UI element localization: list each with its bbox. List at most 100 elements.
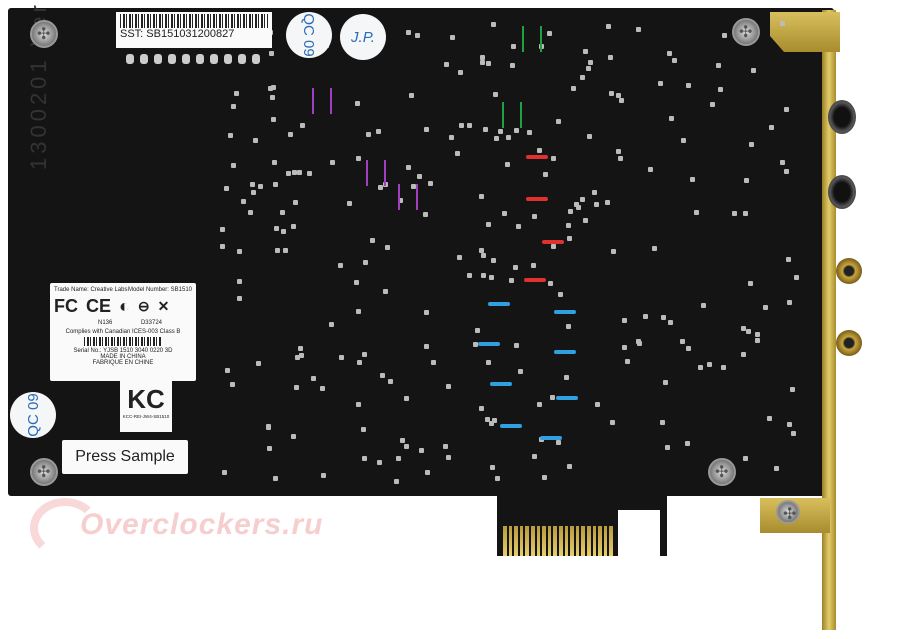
- solder-pad: [666, 50, 672, 56]
- solder-pad: [565, 222, 571, 228]
- solder-pad: [229, 381, 235, 387]
- solder-pad: [234, 91, 240, 97]
- solder-pad: [296, 169, 302, 175]
- screw: [776, 500, 800, 524]
- solder-pad: [791, 430, 797, 436]
- solder-pad: [722, 33, 728, 39]
- solder-pad: [742, 211, 748, 217]
- solder-pad: [662, 379, 668, 385]
- solder-pad: [494, 135, 500, 141]
- solder-pad: [513, 264, 519, 270]
- solder-pad: [424, 469, 430, 475]
- fabrique: FABRIQUE EN CHINE: [92, 360, 154, 366]
- made-in: MADE IN CHINA: [100, 354, 146, 360]
- solder-pad: [668, 116, 674, 122]
- solder-pad: [320, 473, 326, 479]
- solder-pad: [608, 90, 614, 96]
- solder-pad: [445, 455, 451, 461]
- solder-pad: [731, 210, 737, 216]
- solder-pad: [680, 137, 686, 143]
- solder-pad: [490, 464, 496, 470]
- solder-pad: [383, 289, 389, 295]
- audio-jack: [828, 100, 856, 134]
- screw: [30, 458, 58, 486]
- component-marker-red: [542, 240, 564, 244]
- solder-pad: [609, 420, 615, 425]
- solder-pad: [531, 262, 537, 268]
- solder-pad: [430, 360, 436, 366]
- solder-pad: [579, 196, 585, 202]
- solder-pad: [481, 252, 487, 258]
- solder-pad: [565, 324, 571, 330]
- solder-pad: [622, 345, 628, 351]
- solder-pad: [780, 20, 786, 26]
- solder-pad: [491, 257, 497, 263]
- solder-pad: [555, 119, 561, 125]
- solder-pad: [467, 273, 473, 279]
- solder-pad: [306, 171, 312, 177]
- solder-pad: [780, 159, 786, 165]
- cert-icon: ⊖: [137, 298, 150, 314]
- solder-pad: [409, 93, 415, 99]
- screw: [732, 18, 760, 46]
- solder-pad: [744, 178, 750, 184]
- solder-pad: [231, 162, 237, 168]
- component-marker-red: [526, 155, 548, 159]
- solder-pad: [583, 48, 589, 54]
- solder-pad: [240, 198, 246, 204]
- solder-pad: [740, 352, 746, 358]
- solder-pad: [652, 246, 658, 252]
- solder-pad: [355, 156, 361, 162]
- ce-logo: CE: [86, 296, 112, 316]
- solder-pad: [787, 300, 793, 306]
- solder-pad: [783, 169, 789, 175]
- solder-pad: [478, 248, 484, 254]
- solder-pad: [502, 210, 508, 216]
- solder-pad: [531, 453, 537, 459]
- solder-pad: [481, 272, 487, 278]
- rca-connector: [836, 258, 862, 284]
- solder-pad: [516, 224, 522, 230]
- solder-pad: [660, 314, 666, 320]
- solder-pad: [403, 444, 409, 450]
- kc-code: KCC-REI-JW4-SB1510: [122, 414, 170, 419]
- pcie-gold-fingers: [503, 526, 613, 556]
- component-marker-blue: [490, 382, 512, 386]
- qc-sticker: QC 09: [286, 12, 332, 58]
- solder-pad: [594, 401, 600, 407]
- solder-pad: [485, 417, 491, 423]
- solder-pad: [363, 260, 369, 266]
- solder-pad: [280, 228, 286, 234]
- solder-pad: [220, 227, 225, 233]
- capacitor-marker-green: [502, 102, 522, 128]
- metal-bracket: [822, 10, 836, 630]
- solder-pad: [458, 122, 464, 128]
- solder-pad: [624, 359, 630, 365]
- solder-pad: [740, 326, 746, 332]
- solder-pad: [270, 116, 276, 122]
- solder-pad: [273, 225, 279, 231]
- solder-pad: [786, 422, 792, 428]
- solder-pad: [700, 302, 706, 308]
- solder-pad: [423, 126, 429, 132]
- component-marker-red: [524, 278, 546, 282]
- solder-pad: [222, 470, 228, 476]
- kc-logo: KC: [127, 384, 165, 414]
- solder-pad: [272, 160, 278, 166]
- solder-pad: [686, 345, 692, 351]
- solder-pad: [697, 365, 703, 371]
- solder-pad: [506, 135, 512, 141]
- solder-pad: [671, 58, 677, 64]
- solder-pad: [636, 338, 642, 344]
- solder-pad: [604, 200, 610, 206]
- solder-pad: [473, 342, 478, 348]
- solder-pad: [567, 208, 573, 214]
- signature-sticker: J.P.: [340, 14, 386, 60]
- solder-pad: [536, 148, 542, 154]
- solder-pad: [536, 402, 542, 408]
- solder-pad: [272, 475, 278, 481]
- capacitor-marker-purple: [312, 88, 332, 114]
- solder-pad: [255, 361, 261, 367]
- solder-pad: [709, 102, 715, 108]
- solder-pad: [444, 61, 450, 67]
